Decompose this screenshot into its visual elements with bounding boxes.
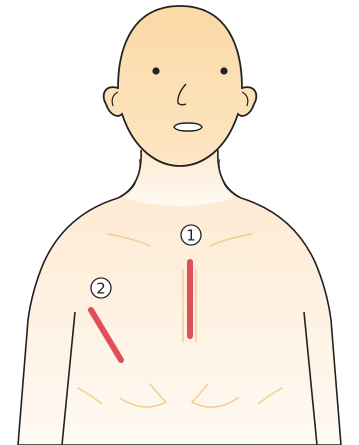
marker-1-label: 1 <box>186 227 196 245</box>
head <box>104 6 257 166</box>
left-eye <box>152 67 159 74</box>
mouth <box>174 123 202 131</box>
marker-1: 1 <box>181 225 201 245</box>
right-eye <box>220 67 227 74</box>
marker-2: 2 <box>91 278 111 298</box>
marker-2-label: 2 <box>96 280 106 298</box>
